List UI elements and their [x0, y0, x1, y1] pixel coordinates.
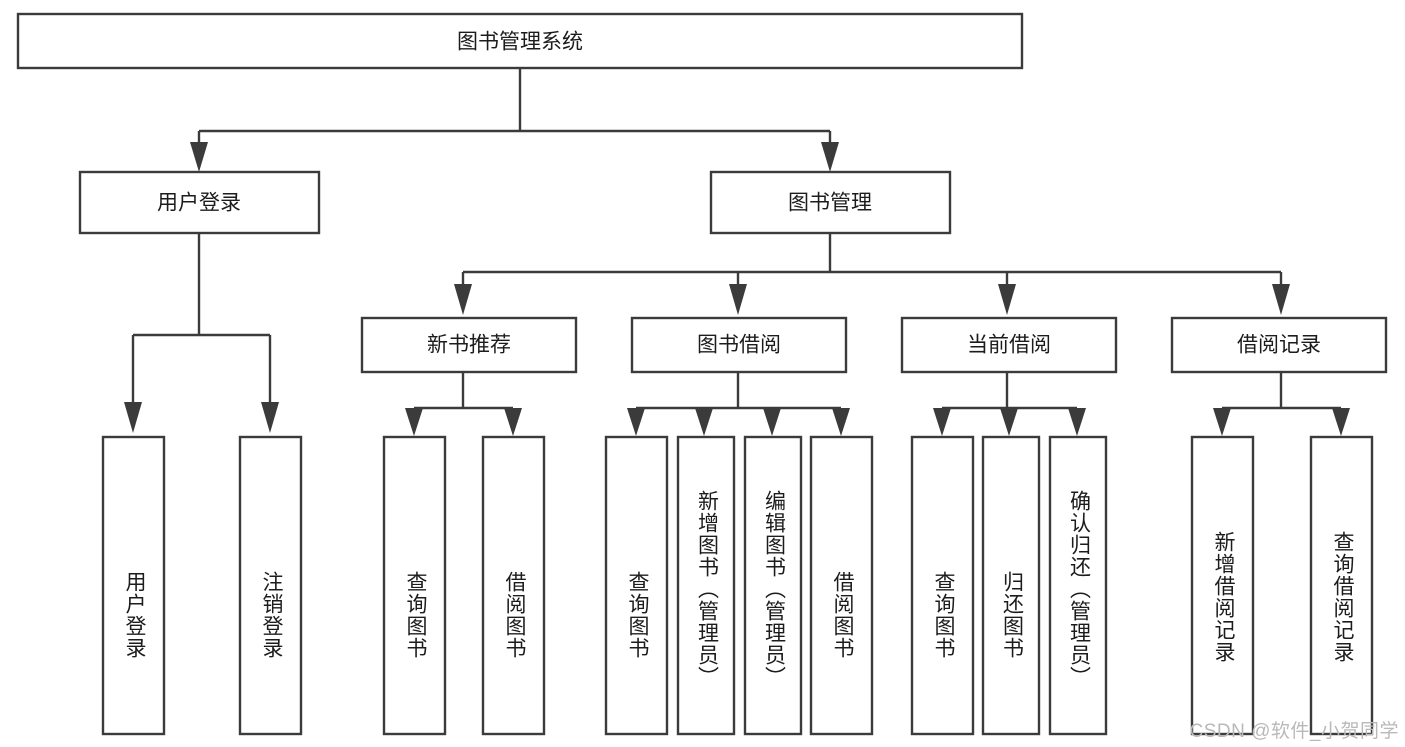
node-box-user-login[interactable] [78, 170, 321, 235]
arrow-head-borrow-book [729, 284, 747, 315]
connector-group-root [190, 68, 839, 172]
arrow-head-user-login [190, 142, 208, 172]
arrow-head-leaf-query-book-1 [405, 408, 423, 436]
arrow-head-leaf-query-book-2 [627, 408, 645, 436]
node-label-root: 图书管理系统 [457, 31, 583, 54]
node-box-leaf-return-book[interactable] [981, 435, 1041, 736]
node-label-borrow-record: 借阅记录 [1237, 334, 1321, 357]
arrow-head-leaf-return-book [1000, 408, 1018, 436]
connector-group-borrow-book [627, 372, 850, 436]
node-box-leaf-confirm-return[interactable] [1048, 435, 1108, 736]
node-box-borrow-book[interactable] [630, 316, 848, 374]
connector-group-current-borrow [933, 372, 1086, 436]
node-box-leaf-edit-book[interactable] [743, 435, 803, 736]
node-label-current-borrow: 当前借阅 [967, 334, 1051, 357]
node-box-leaf-borrow-book-2[interactable] [809, 435, 874, 736]
node-label-user-login: 用户登录 [157, 192, 241, 215]
arrow-head-leaf-user-login [124, 402, 142, 433]
node-box-new-book[interactable] [360, 316, 578, 374]
node-box-root[interactable] [16, 12, 1024, 70]
connector-group-new-book [405, 372, 522, 436]
arrow-head-borrow-record [1272, 284, 1290, 315]
watermark-text: CSDN @软件_小贺同学 [1189, 721, 1399, 742]
arrow-head-leaf-confirm-return [1068, 408, 1086, 436]
connector-group-book-manage [454, 233, 1290, 315]
node-box-book-manage[interactable] [709, 170, 952, 235]
node-box-leaf-logout[interactable] [238, 435, 303, 736]
connector-group-borrow-record [1213, 372, 1350, 436]
node-box-leaf-query-book-1[interactable] [382, 435, 447, 736]
arrow-head-book-manage [821, 142, 839, 172]
node-label-book-manage: 图书管理 [788, 192, 872, 215]
connector-group-user-login [124, 233, 279, 433]
node-box-leaf-user-login[interactable] [101, 435, 166, 736]
arrow-head-leaf-borrow-book-2 [832, 408, 850, 436]
node-box-leaf-add-record[interactable] [1190, 435, 1255, 736]
arrow-head-leaf-query-record [1332, 408, 1350, 436]
arrow-head-leaf-query-book-3 [933, 408, 951, 436]
arrow-head-leaf-add-book [695, 408, 713, 436]
node-box-leaf-query-book-2[interactable] [604, 435, 669, 736]
node-box-leaf-query-record[interactable] [1309, 435, 1374, 736]
arrow-head-leaf-logout [261, 402, 279, 433]
node-box-leaf-borrow-book-1[interactable] [481, 435, 546, 736]
node-box-leaf-add-book[interactable] [676, 435, 736, 736]
arrow-head-current-borrow [998, 284, 1016, 315]
node-box-borrow-record[interactable] [1170, 316, 1388, 374]
arrow-head-leaf-borrow-book-1 [504, 408, 522, 436]
node-label-borrow-book: 图书借阅 [697, 334, 781, 357]
node-box-current-borrow[interactable] [900, 316, 1118, 374]
arrow-head-leaf-add-record [1213, 408, 1231, 436]
arrow-head-leaf-edit-book [763, 408, 781, 436]
node-box-leaf-query-book-3[interactable] [910, 435, 975, 736]
node-label-new-book: 新书推荐 [427, 334, 511, 357]
arrow-head-new-book [454, 284, 472, 315]
